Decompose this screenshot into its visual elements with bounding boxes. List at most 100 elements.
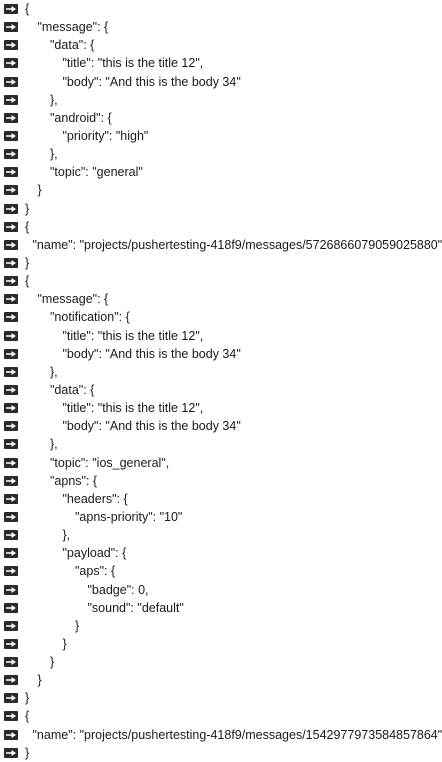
arrow-right-box-icon [4,40,18,51]
log-line: "body": "And this is the body 34" [0,345,433,363]
log-line: { [0,0,433,18]
log-line: "title": "this is the title 12", [0,327,433,345]
arrow-right-box-icon [4,4,18,14]
arrow-right-box-icon [4,421,18,432]
log-line: { [0,272,433,290]
arrow-right-box-icon [4,167,18,178]
arrow-right-box-icon [4,22,18,33]
log-line: "name": "projects/pushertesting-418f9/me… [0,236,442,254]
log-line-text: "aps": { [75,564,116,579]
log-line: }, [0,91,433,109]
log-line-text: { [25,219,30,234]
log-line: "topic": "ios_general", [0,454,433,472]
arrow-right-box-icon [4,94,18,105]
log-line-text: "topic": "ios_general", [50,455,170,470]
arrow-right-box-icon [4,675,18,686]
log-line-text: "priority": "high" [62,128,149,143]
arrow-right-box-icon [4,348,18,359]
log-line-text: "title": "this is the title 12", [62,328,204,343]
log-line: "aps": { [0,562,433,580]
log-line: "title": "this is the title 12", [0,54,433,72]
arrow-right-box-icon [4,602,18,613]
arrow-right-box-icon [4,493,18,504]
log-line-text: "payload": { [62,546,127,561]
arrow-right-box-icon [4,403,18,414]
log-line: } [0,200,433,218]
log-line: }, [0,363,433,381]
arrow-right-box-icon [4,620,18,631]
arrow-right-box-icon [4,729,18,740]
log-line: } [0,635,433,653]
log-line-text: "sound": "default" [87,600,184,615]
log-line: }, [0,435,433,453]
arrow-right-box-icon [4,203,18,214]
log-line-text: } [75,618,80,633]
log-line: "priority": "high" [0,127,433,145]
log-line: "apns": { [0,472,433,490]
arrow-right-box-icon [4,439,18,450]
log-line: }, [0,145,433,163]
log-line-text: "data": { [50,38,95,53]
log-line-text: "android": { [50,110,112,125]
log-line-text: }, [62,528,71,543]
log-line-text: "data": { [50,382,95,397]
log-line: { [0,707,433,725]
log-line: "message": { [0,290,433,308]
log-line: "badge": 0, [0,581,433,599]
arrow-right-box-icon [4,185,18,196]
log-line-text: "notification": { [50,310,130,325]
log-line: } [0,744,433,762]
log-line-text: }, [50,147,58,162]
arrow-right-box-icon [4,584,18,595]
arrow-right-box-icon [4,548,18,559]
log-line: "sound": "default" [0,599,433,617]
arrow-right-box-icon [4,312,18,323]
log-line-text: "title": "this is the title 12", [62,401,204,416]
log-line: "body": "And this is the body 34" [0,417,433,435]
log-line: "android": { [0,109,433,127]
log-line: "payload": { [0,544,433,562]
log-line: { [0,218,433,236]
arrow-right-box-icon [4,475,18,486]
arrow-right-box-icon [4,294,18,305]
log-line: "data": { [0,36,433,54]
log-line-text: } [25,745,30,760]
arrow-right-box-icon [4,530,18,541]
arrow-right-box-icon [4,257,18,268]
log-line-text: }, [50,437,58,452]
log-line: "headers": { [0,490,433,508]
log-line-text: { [25,2,30,16]
log-line: "body": "And this is the body 34" [0,73,433,91]
log-line: "notification": { [0,308,433,326]
log-line: } [0,254,433,272]
log-line: } [0,689,433,707]
arrow-right-box-icon [4,747,18,758]
log-line-text: "name": "projects/pushertesting-418f9/me… [32,237,442,252]
arrow-right-box-icon [4,221,18,232]
log-line-text: { [25,709,30,724]
arrow-right-box-icon [4,384,18,395]
log-line-text: } [25,201,30,216]
log-line-text: "badge": 0, [87,582,149,597]
arrow-right-box-icon [4,566,18,577]
log-line: }, [0,526,433,544]
log-line-text: } [62,636,67,651]
arrow-right-box-icon [4,657,18,668]
log-line: "title": "this is the title 12", [0,399,433,417]
log-line-text: "message": { [37,20,109,35]
log-line-text: } [37,183,42,198]
log-line: "name": "projects/pushertesting-418f9/me… [0,726,442,744]
log-line-text: } [37,673,42,688]
arrow-right-box-icon [4,511,18,522]
log-line: } [0,671,433,689]
arrow-right-box-icon [4,366,18,377]
log-line: "message": { [0,18,433,36]
log-line-text: } [25,255,30,270]
log-line: "apns-priority": "10" [0,508,433,526]
log-line-text: } [25,691,30,706]
log-line-text: }, [50,364,58,379]
log-line: } [0,617,433,635]
log-line-text: "title": "this is the title 12", [62,56,204,71]
log-line-text: "apns": { [50,473,98,488]
